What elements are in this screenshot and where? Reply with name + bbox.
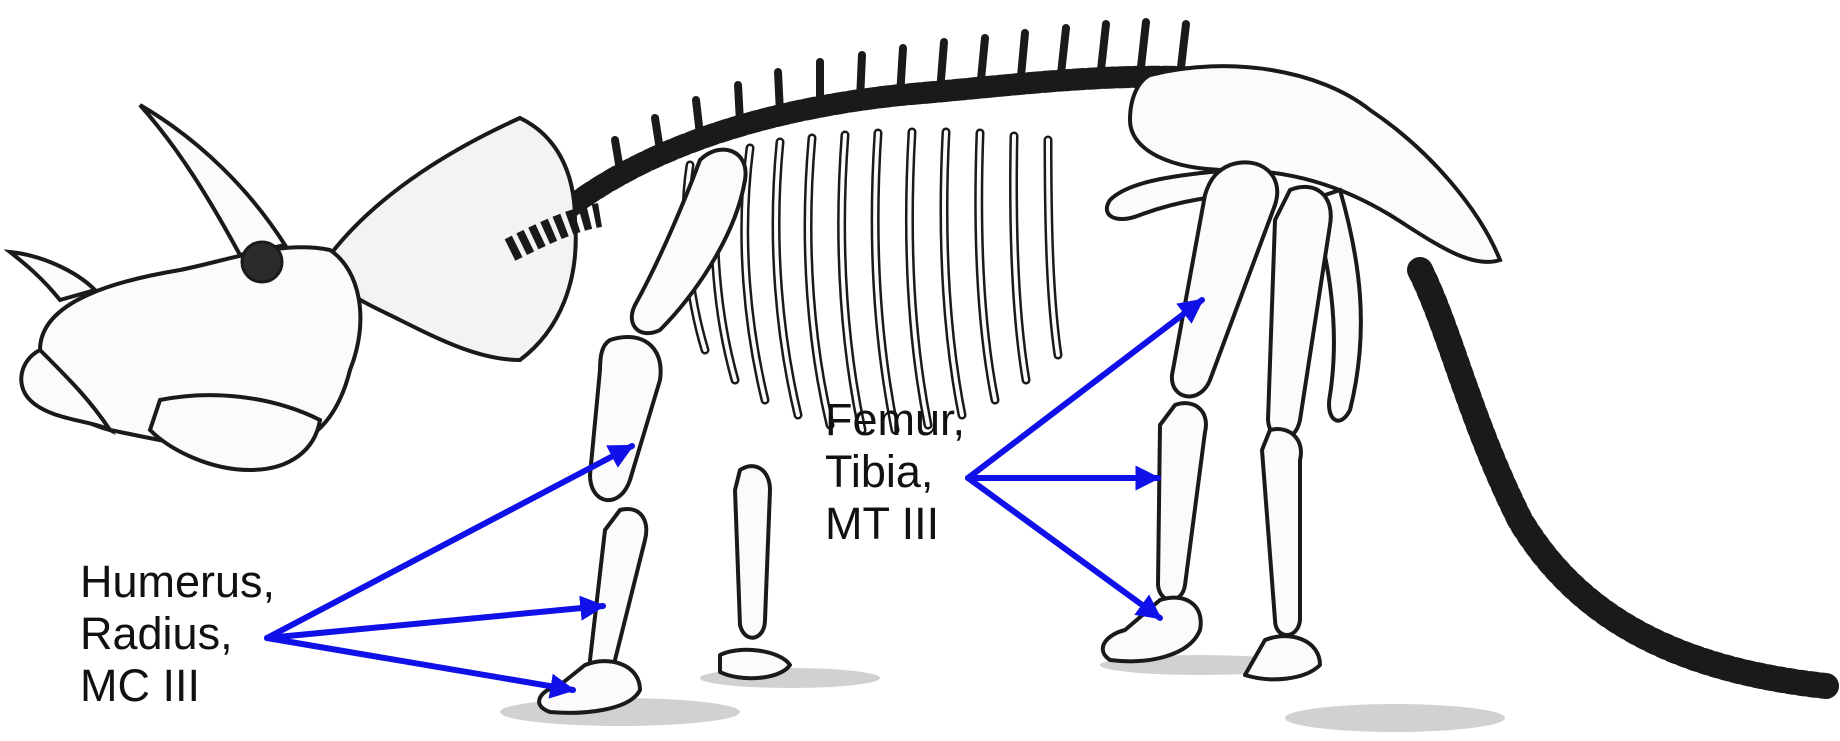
brow-horn <box>140 105 285 255</box>
label-radius: Radius, <box>80 608 275 660</box>
nose-horn <box>10 252 95 300</box>
tail-outline <box>1420 270 1826 686</box>
eye-socket <box>242 242 282 282</box>
label-humerus: Humerus, <box>80 556 275 608</box>
label-mt-iii: MT III <box>825 498 965 550</box>
radius-bone <box>590 509 646 674</box>
humerus-bone <box>590 337 661 500</box>
forelimb-arrows <box>267 446 632 690</box>
ground-shadows <box>500 655 1505 732</box>
hindlimb-label: Femur, Tibia, MT III <box>825 394 965 550</box>
label-tibia: Tibia, <box>825 446 965 498</box>
tibia-bone <box>1158 403 1206 600</box>
front-legs <box>539 337 790 713</box>
label-mc-iii: MC III <box>80 660 275 712</box>
mt-iii-bone <box>1103 598 1201 662</box>
label-femur: Femur, <box>825 394 965 446</box>
arrow-to-mc-iii <box>267 638 573 690</box>
arrow-to-mt-iii <box>968 478 1160 618</box>
forelimb-label: Humerus, Radius, MC III <box>80 556 275 712</box>
